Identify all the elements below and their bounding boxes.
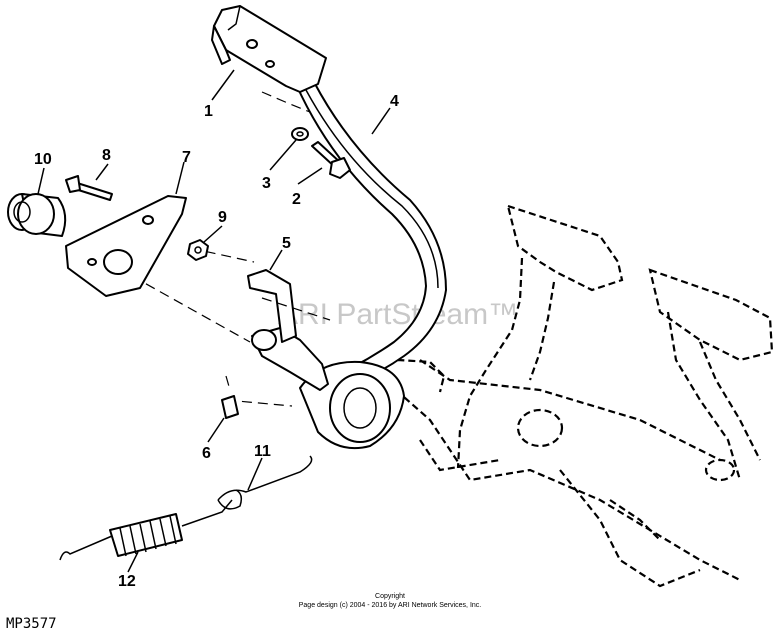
callout-12: 12 xyxy=(118,573,136,590)
callout-5: 5 xyxy=(282,235,291,252)
pivot-hub xyxy=(251,327,405,450)
pedal-arm xyxy=(295,81,447,393)
copyright-text: Page design (c) 2004 - 2016 by ARI Netwo… xyxy=(299,602,482,609)
bracket xyxy=(247,269,297,343)
coil-spring xyxy=(59,499,233,561)
copyright-label: Copyright xyxy=(375,593,405,600)
washer xyxy=(291,127,309,141)
phantom-assembly xyxy=(387,204,774,588)
watermark-text: ARI PartStream™ xyxy=(278,298,518,331)
bolt xyxy=(311,141,351,179)
callout-1: 1 xyxy=(204,103,213,120)
callout-7: 7 xyxy=(182,149,191,166)
callouts: 1 2 3 4 5 6 7 8 9 10 11 12 xyxy=(34,93,399,590)
callout-11: 11 xyxy=(254,443,271,460)
callout-3: 3 xyxy=(262,175,271,192)
callout-9: 9 xyxy=(218,209,227,226)
callout-6: 6 xyxy=(202,445,211,462)
callout-2: 2 xyxy=(292,191,301,208)
bushing xyxy=(7,193,67,237)
callout-10: 10 xyxy=(34,151,52,168)
nut xyxy=(187,239,209,261)
screw xyxy=(65,175,113,201)
figure-id: MP3577 xyxy=(6,616,57,632)
set-screw xyxy=(221,395,239,419)
leader-lines xyxy=(37,69,391,573)
pedal-pad xyxy=(211,5,327,93)
callout-4: 4 xyxy=(390,93,399,110)
mounting-plate xyxy=(65,195,187,297)
hook-spring xyxy=(217,455,313,510)
assembly-lines xyxy=(131,91,331,407)
callout-8: 8 xyxy=(102,147,111,164)
